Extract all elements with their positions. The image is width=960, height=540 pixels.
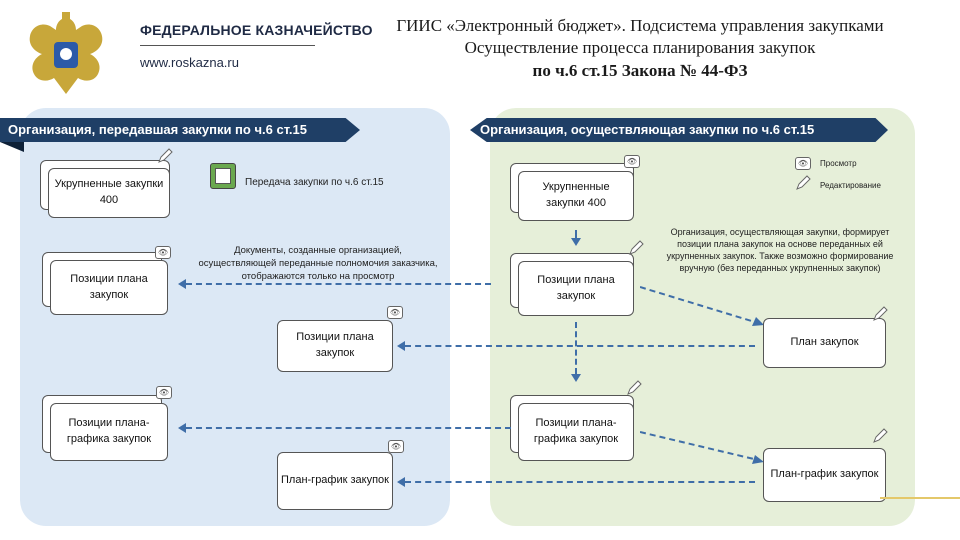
pencil-icon: [796, 175, 811, 190]
left-panel-header: Организация, передавшая закупки по ч.6 с…: [0, 118, 360, 142]
arrow-diagonal: [640, 286, 764, 326]
right-plan-card[interactable]: План закупок: [763, 318, 886, 368]
view-icon[interactable]: 👁: [388, 440, 404, 453]
left-note: Документы, созданные организацией, осуще…: [198, 245, 438, 282]
right-consolidated-card[interactable]: Укрупненные закупки 400: [518, 171, 634, 221]
arrow-head-left: [178, 423, 186, 433]
arrow-head-down: [571, 374, 581, 382]
pencil-icon[interactable]: [626, 380, 642, 396]
view-icon[interactable]: 👁: [156, 386, 172, 399]
right-note: Организация, осуществляющая закупки, фор…: [666, 227, 894, 274]
arrow-head-down: [571, 238, 581, 246]
view-icon: 👁: [795, 157, 811, 170]
logo-divider: [140, 45, 315, 46]
left-header-fold: [0, 142, 24, 152]
left-schedule-positions-card[interactable]: Позиции плана-графика закупок: [50, 403, 168, 461]
title-line-3: по ч.6 ст.15 Закона № 44-ФЗ: [532, 61, 748, 80]
title-line-1: ГИИС «Электронный бюджет». Подсистема уп…: [396, 16, 884, 35]
pencil-icon[interactable]: [628, 240, 644, 256]
right-panel-header: Организация, осуществляющая закупки по ч…: [470, 118, 888, 142]
arrow-head-left: [397, 477, 405, 487]
transfer-document-icon[interactable]: [210, 163, 236, 189]
arrow-diagonal: [640, 431, 764, 464]
center-plan-positions-card[interactable]: Позиции плана закупок: [277, 320, 393, 372]
legend-view-label: Просмотр: [820, 159, 857, 168]
left-consolidated-card[interactable]: Укрупненные закупки 400: [48, 168, 170, 218]
legend-edit-label: Редактирование: [820, 181, 881, 190]
center-schedule-card[interactable]: План-график закупок: [277, 452, 393, 510]
arrow-line: [405, 481, 755, 483]
right-schedule-card[interactable]: План-график закупок: [763, 448, 886, 502]
arrow-head-left: [178, 279, 186, 289]
view-icon[interactable]: 👁: [155, 246, 171, 259]
arrow-line: [186, 283, 491, 285]
org-website-link[interactable]: www.roskazna.ru: [140, 55, 239, 70]
left-plan-positions-card[interactable]: Позиции плана закупок: [50, 260, 168, 315]
pencil-icon[interactable]: [872, 306, 888, 322]
arrow-line: [575, 230, 577, 240]
transfer-label: Передача закупки по ч.6 ст.15: [245, 177, 384, 188]
arrow-line: [575, 322, 577, 374]
decorative-line: [880, 497, 960, 499]
pencil-icon[interactable]: [872, 428, 888, 444]
eagle-emblem-icon: [29, 12, 103, 94]
view-icon[interactable]: 👁: [624, 155, 640, 168]
arrow-head-left: [397, 341, 405, 351]
pencil-icon[interactable]: [157, 148, 173, 164]
right-plan-positions-card[interactable]: Позиции плана закупок: [518, 261, 634, 316]
arrow-line: [405, 345, 755, 347]
org-name: ФЕДЕРАЛЬНОЕ КАЗНАЧЕЙСТВО: [140, 22, 373, 38]
title-line-2: Осуществление процесса планирования заку…: [464, 38, 816, 57]
view-icon[interactable]: 👁: [387, 306, 403, 319]
right-schedule-positions-card[interactable]: Позиции плана-графика закупок: [518, 403, 634, 461]
arrow-line: [186, 427, 511, 429]
